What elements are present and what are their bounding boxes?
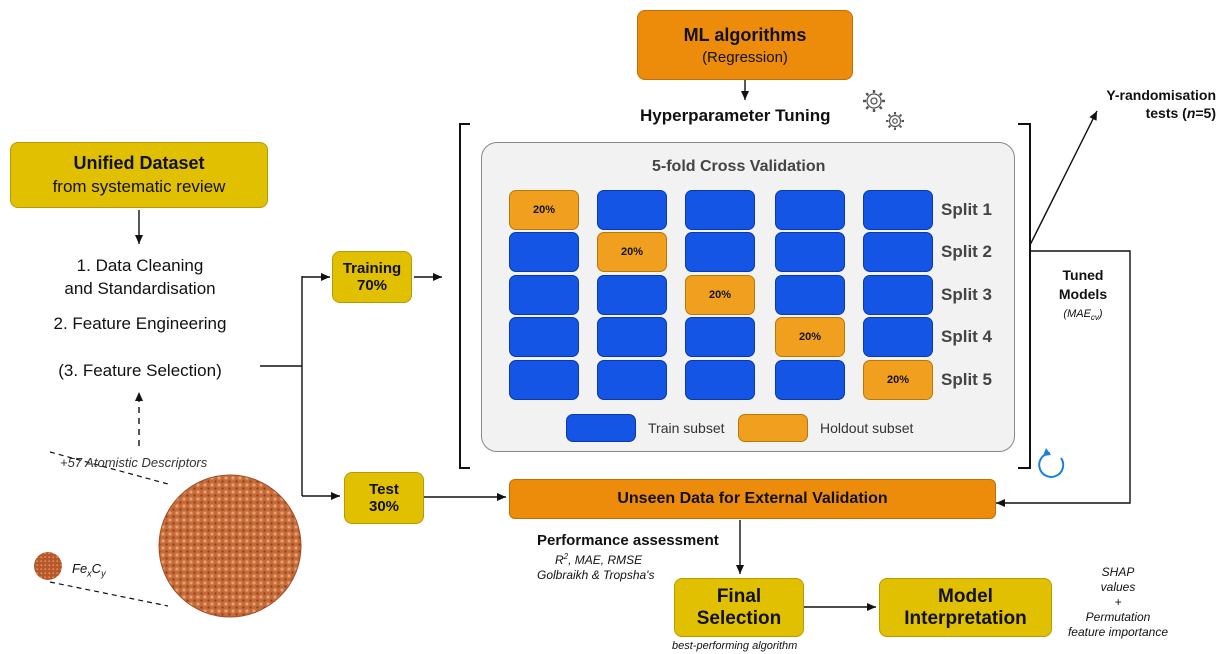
train-cell: [863, 317, 933, 357]
train-cell: [775, 360, 845, 400]
shap-line4: Permutation: [1085, 610, 1151, 624]
train-cell: [685, 317, 755, 357]
train-cell: [685, 232, 755, 272]
yrand-n: n: [1186, 105, 1196, 121]
training-percent: 70%: [356, 277, 388, 294]
ml-algorithms-title: ML algorithms: [683, 24, 807, 45]
test-label: Test: [369, 481, 399, 498]
train-cell: [863, 190, 933, 230]
model-interpretation-box: Model Interpretation: [879, 578, 1052, 637]
holdout-percent: 20%: [620, 246, 644, 258]
unified-dataset-box: Unified Dataset from systematic review: [10, 142, 268, 208]
atomistic-descriptors-label: +57 Atomistic Descriptors: [60, 455, 208, 470]
shap-line2: values: [1100, 580, 1136, 594]
unseen-data-label: Unseen Data for External Validation: [617, 490, 888, 507]
tuned-models-label: Tuned Models (MAEcv): [1052, 266, 1114, 322]
shap-line1: SHAP: [1101, 565, 1135, 579]
train-cell: [597, 190, 667, 230]
fe-label: Fe: [72, 561, 88, 576]
holdout-cell: 20%: [775, 317, 845, 357]
training-box: Training 70%: [332, 251, 412, 303]
final-line2: Selection: [696, 607, 782, 629]
final-selection-box: Final Selection: [674, 578, 804, 637]
fexcy-label: FexCy: [72, 561, 106, 579]
golbraikh-tropsha: Golbraikh & Tropsha's: [537, 568, 655, 582]
train-cell: [685, 360, 755, 400]
split-label: Split 4: [941, 327, 993, 346]
test-percent: 30%: [368, 498, 400, 515]
yrand-suffix: =5): [1195, 105, 1216, 121]
unseen-data-box: Unseen Data for External Validation: [509, 479, 996, 519]
holdout-percent: 20%: [708, 289, 732, 301]
step-data-cleaning: 1. Data Cleaning: [76, 256, 204, 275]
ml-algorithms-box: ML algorithms (Regression): [637, 10, 853, 80]
train-cell: [509, 317, 579, 357]
unified-dataset-title: Unified Dataset: [73, 153, 205, 173]
performance-metrics: R2, MAE, RMSE: [555, 549, 719, 568]
split-label: Split 5: [941, 370, 993, 389]
x-subscript: x: [87, 568, 92, 579]
split-label: Split 3: [941, 285, 993, 304]
processing-steps: 1. Data Cleaning and Standardisation 2. …: [20, 254, 260, 382]
train-cell: [509, 275, 579, 315]
interp-line1: Model: [938, 585, 993, 607]
interp-line2: Interpretation: [904, 607, 1027, 629]
y-subscript: y: [101, 568, 106, 579]
holdout-cell: 20%: [863, 360, 933, 400]
shap-line5: feature importance: [1067, 625, 1169, 639]
train-cell: [775, 190, 845, 230]
mae-base: MAE: [1067, 308, 1091, 320]
step-feature-selection: (3. Feature Selection): [58, 361, 222, 380]
train-cell: [775, 232, 845, 272]
shap-label: SHAP values + Permutation feature import…: [1058, 565, 1178, 640]
cv-title: 5-fold Cross Validation: [652, 158, 826, 175]
final-line1: Final: [716, 585, 762, 607]
step-standardisation: and Standardisation: [64, 279, 216, 298]
train-cell: [597, 275, 667, 315]
performance-assessment: Performance assessment R2, MAE, RMSE Gol…: [537, 532, 719, 583]
performance-title: Performance assessment: [537, 532, 719, 549]
holdout-cell: 20%: [509, 190, 579, 230]
train-cell: [509, 360, 579, 400]
legend-train-swatch: [566, 414, 636, 442]
yrand-prefix: tests (: [1145, 105, 1187, 121]
train-cell: [863, 275, 933, 315]
r-squared-sup: 2: [563, 552, 569, 561]
holdout-percent: 20%: [798, 331, 822, 343]
holdout-percent: 20%: [886, 374, 910, 386]
c-label: C: [91, 561, 102, 576]
holdout-cell: 20%: [597, 232, 667, 272]
train-cell: [597, 360, 667, 400]
step-feature-engineering: 2. Feature Engineering: [53, 314, 227, 333]
train-cell: [509, 232, 579, 272]
training-label: Training: [342, 260, 402, 277]
hyperparameter-tuning-label: Hyperparameter Tuning: [640, 106, 831, 125]
legend-train-label: Train subset: [648, 420, 725, 436]
test-box: Test 30%: [344, 472, 424, 524]
legend-holdout-label: Holdout subset: [820, 420, 914, 436]
split-label: Split 1: [941, 200, 993, 219]
ml-algorithms-subtitle: (Regression): [702, 48, 788, 66]
y-randomisation-line2: tests (n=5): [1098, 104, 1216, 122]
mae-cv-label: (MAEcv): [1063, 308, 1103, 323]
metrics-rest: , MAE, RMSE: [568, 553, 643, 567]
shap-line3: +: [1114, 595, 1122, 609]
best-performing-caption: best-performing algorithm: [672, 640, 798, 652]
train-cell: [775, 275, 845, 315]
r-label: R: [555, 553, 564, 567]
tuned-line2: Models: [1058, 286, 1108, 302]
holdout-percent: 20%: [532, 204, 556, 216]
split-label: Split 2: [941, 242, 993, 261]
train-cell: [863, 232, 933, 272]
holdout-cell: 20%: [685, 275, 755, 315]
legend-holdout-swatch: [738, 414, 808, 442]
y-randomisation-line1: Y-randomisation: [1106, 87, 1216, 103]
mae-sub: cv: [1090, 313, 1099, 323]
train-cell: [685, 190, 755, 230]
train-cell: [597, 317, 667, 357]
tuned-line1: Tuned: [1062, 267, 1104, 283]
y-randomisation-label: Y-randomisation tests (n=5): [1098, 86, 1216, 122]
unified-dataset-subtitle: from systematic review: [52, 177, 226, 196]
